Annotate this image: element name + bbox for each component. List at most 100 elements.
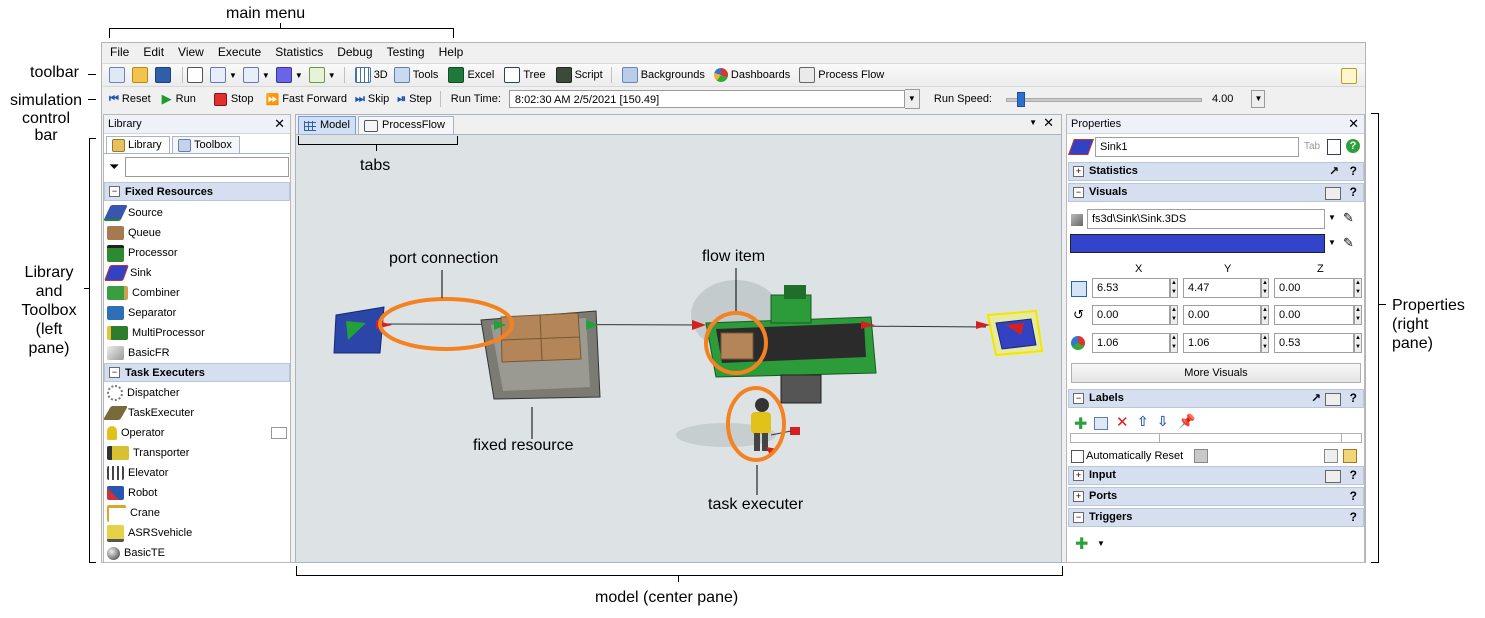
- skip-button[interactable]: ⏭Skip: [354, 92, 390, 106]
- collapse-icon[interactable]: −: [1073, 512, 1084, 523]
- add-label-icon[interactable]: ✚: [1074, 416, 1088, 433]
- tab-model[interactable]: Model: [298, 116, 356, 134]
- run-time-field[interactable]: 8:02:30 AM 2/5/2021 [150.49]: [508, 90, 905, 108]
- step-button[interactable]: ⏯Step: [397, 92, 432, 106]
- tools-button[interactable]: Tools: [393, 67, 438, 83]
- dashboards-button[interactable]: Dashboards: [713, 68, 790, 82]
- filter-icon[interactable]: ⏷: [109, 159, 120, 174]
- excel-button[interactable]: Excel: [448, 67, 494, 83]
- library-item-taskexecuter[interactable]: TaskExecuter: [102, 403, 290, 423]
- chevron-down-icon[interactable]: ▼: [1328, 213, 1336, 222]
- stop-button[interactable]: Stop: [213, 92, 253, 106]
- tab-toolbox[interactable]: Toolbox: [172, 136, 240, 153]
- section-triggers[interactable]: −Triggers?: [1068, 508, 1364, 527]
- object-name-field[interactable]: Sink1: [1095, 137, 1299, 157]
- queue-object[interactable]: [480, 310, 601, 400]
- size-y-field[interactable]: 1.06: [1183, 333, 1261, 353]
- run-speed-dropdown-icon[interactable]: ▼: [1251, 90, 1266, 108]
- help-question-icon[interactable]: ?: [1349, 185, 1357, 199]
- rotation-y-stepper[interactable]: ▲▼: [1261, 305, 1269, 325]
- select-icon[interactable]: [308, 67, 325, 83]
- tree-button[interactable]: Tree: [504, 67, 546, 83]
- section-visuals[interactable]: −Visuals?: [1068, 183, 1364, 202]
- position-z-field[interactable]: 0.00: [1274, 278, 1354, 298]
- menu-statistics[interactable]: Statistics: [275, 45, 324, 59]
- menu-view[interactable]: View: [178, 45, 204, 59]
- model-view[interactable]: [296, 135, 1061, 563]
- library-item-basicfr[interactable]: BasicFR: [104, 343, 290, 363]
- 3d-button[interactable]: 3D: [354, 67, 388, 83]
- eyedropper-icon[interactable]: ✎: [1343, 210, 1354, 225]
- menu-execute[interactable]: Execute: [217, 45, 262, 59]
- menu-edit[interactable]: Edit: [143, 45, 165, 59]
- size-x-stepper[interactable]: ▲▼: [1170, 333, 1178, 353]
- fast-forward-button[interactable]: ⏩Fast Forward: [265, 93, 347, 106]
- library-item-robot[interactable]: Robot: [104, 483, 290, 503]
- pin-arrow-icon[interactable]: ↗: [1310, 391, 1321, 405]
- waypoint-icon[interactable]: [242, 67, 259, 83]
- help-question-icon[interactable]: ?: [1349, 510, 1357, 524]
- paste-labels-icon[interactable]: [1343, 449, 1357, 463]
- close-icon[interactable]: ✕: [274, 116, 285, 131]
- run-time-dropdown-icon[interactable]: ▼: [904, 89, 920, 109]
- save-icon[interactable]: [1194, 449, 1208, 463]
- library-item-separator[interactable]: Separator: [104, 303, 290, 323]
- group-task-executers[interactable]: −Task Executers: [104, 363, 290, 382]
- section-labels[interactable]: −Labels↗?: [1068, 389, 1364, 408]
- run-button[interactable]: ▶Run: [161, 91, 196, 106]
- size-z-stepper[interactable]: ▲▼: [1354, 333, 1362, 353]
- labels-table[interactable]: [1070, 433, 1362, 443]
- position-y-stepper[interactable]: ▲▼: [1261, 278, 1269, 298]
- add-trigger-icon[interactable]: ✚: [1075, 536, 1089, 553]
- library-item-transporter[interactable]: Transporter: [104, 443, 290, 463]
- help-question-icon[interactable]: ?: [1349, 164, 1357, 178]
- section-input[interactable]: +Input?: [1068, 466, 1364, 485]
- position-y-field[interactable]: 4.47: [1183, 278, 1261, 298]
- rotation-x-stepper[interactable]: ▲▼: [1170, 305, 1178, 325]
- library-item-multiprocessor[interactable]: MultiProcessor: [104, 323, 290, 343]
- sink-object[interactable]: [976, 309, 1044, 357]
- pin-icon[interactable]: 📌: [1178, 413, 1196, 429]
- chevron-down-icon[interactable]: ▼: [229, 70, 237, 80]
- size-y-stepper[interactable]: ▲▼: [1261, 333, 1269, 353]
- expand-icon[interactable]: +: [1073, 491, 1084, 502]
- rotation-x-field[interactable]: 0.00: [1092, 305, 1170, 325]
- expand-icon[interactable]: +: [1073, 470, 1084, 481]
- rotation-z-field[interactable]: 0.00: [1274, 305, 1354, 325]
- script-button[interactable]: Script: [555, 67, 603, 83]
- library-item-queue[interactable]: Queue: [104, 223, 290, 243]
- auto-reset-checkbox[interactable]: [1071, 450, 1084, 463]
- resize-grip-icon[interactable]: [271, 427, 287, 439]
- eyedropper-icon[interactable]: ✎: [1343, 235, 1354, 250]
- section-statistics[interactable]: +Statistics↗?: [1068, 162, 1364, 181]
- object-settings-icon[interactable]: [1325, 470, 1341, 483]
- position-x-field[interactable]: 6.53: [1092, 278, 1170, 298]
- chevron-down-icon[interactable]: ▼: [1097, 539, 1105, 548]
- library-item-elevator[interactable]: Elevator: [104, 463, 290, 483]
- processor-object[interactable]: [691, 280, 877, 404]
- menu-help[interactable]: Help: [438, 45, 464, 59]
- operator-object[interactable]: [676, 398, 800, 455]
- menu-debug[interactable]: Debug: [337, 45, 373, 59]
- library-search-input[interactable]: [125, 157, 289, 177]
- process-flow-button[interactable]: Process Flow: [799, 67, 884, 83]
- chevron-down-icon[interactable]: ▼: [327, 70, 336, 80]
- collapse-icon[interactable]: −: [1073, 187, 1084, 198]
- position-x-stepper[interactable]: ▲▼: [1170, 278, 1178, 298]
- save-icon[interactable]: [155, 67, 171, 83]
- backgrounds-button[interactable]: Backgrounds: [621, 67, 705, 83]
- library-item-operator[interactable]: Operator: [104, 423, 290, 443]
- size-x-field[interactable]: 1.06: [1092, 333, 1170, 353]
- library-item-dispatcher[interactable]: Dispatcher: [104, 383, 290, 403]
- close-icon[interactable]: ✕: [1043, 115, 1054, 130]
- shape-file-field[interactable]: fs3d\Sink\Sink.3DS: [1087, 209, 1325, 229]
- menu-testing[interactable]: Testing: [386, 45, 425, 59]
- color-field[interactable]: [1070, 234, 1325, 253]
- library-item-basicte[interactable]: BasicTE: [104, 543, 290, 563]
- delete-label-icon[interactable]: ✕: [1116, 414, 1129, 431]
- rotation-z-stepper[interactable]: ▲▼: [1354, 305, 1362, 325]
- pin-arrow-icon[interactable]: ↗: [1328, 164, 1339, 178]
- library-item-asrsvehicle[interactable]: ASRSvehicle: [104, 523, 290, 543]
- group-fixed-resources[interactable]: −Fixed Resources: [104, 182, 290, 201]
- library-item-source[interactable]: Source: [103, 203, 290, 223]
